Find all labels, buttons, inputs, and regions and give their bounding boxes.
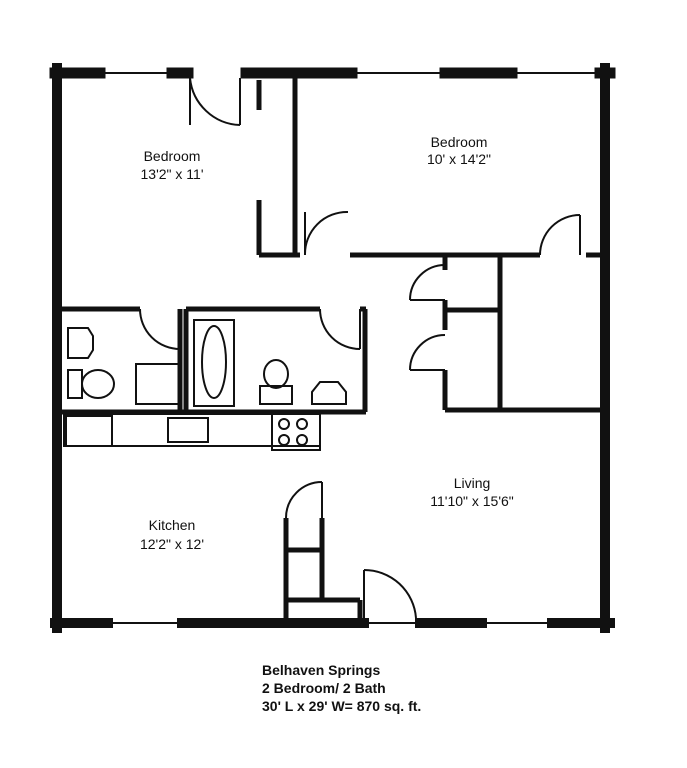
- fixtures: [63, 319, 347, 451]
- toilet-tank: [67, 369, 83, 399]
- floor-plan: Bedroom 13'2" x 11' Bedroom 10' x 14'2" …: [49, 63, 616, 633]
- toilet-bowl-2: [263, 359, 289, 389]
- dishwasher: [65, 415, 113, 447]
- caption-dimensions: 30' L x 29' W= 870 sq. ft.: [262, 698, 422, 714]
- door-swings: [139, 77, 581, 620]
- bedroom1-size: 13'2" x 11': [141, 166, 204, 182]
- caption-property: Belhaven Springs: [262, 662, 381, 678]
- kitchen-name: Kitchen: [149, 517, 196, 533]
- kitchen-sink: [167, 417, 209, 443]
- bedroom1-name: Bedroom: [144, 148, 201, 164]
- bedroom2-name: Bedroom: [431, 134, 488, 150]
- living-size: 11'10" x 15'6": [430, 493, 514, 509]
- stove: [271, 413, 321, 451]
- bathtub: [193, 319, 235, 407]
- caption-units: 2 Bedroom/ 2 Bath: [262, 680, 386, 696]
- bedroom2-size: 10' x 14'2": [427, 151, 491, 167]
- kitchen-size: 12'2" x 12': [140, 536, 204, 552]
- shower: [135, 363, 181, 405]
- interior-walls: [62, 78, 605, 620]
- living-name: Living: [454, 475, 491, 491]
- plan-caption: Belhaven Springs 2 Bedroom/ 2 Bath 30' L…: [262, 661, 421, 715]
- exterior-walls: [49, 63, 616, 633]
- toilet-bowl: [81, 369, 115, 399]
- vanity: [311, 381, 347, 405]
- room-labels: Bedroom 13'2" x 11' Bedroom 10' x 14'2" …: [140, 134, 514, 552]
- sink-icon: [67, 327, 94, 359]
